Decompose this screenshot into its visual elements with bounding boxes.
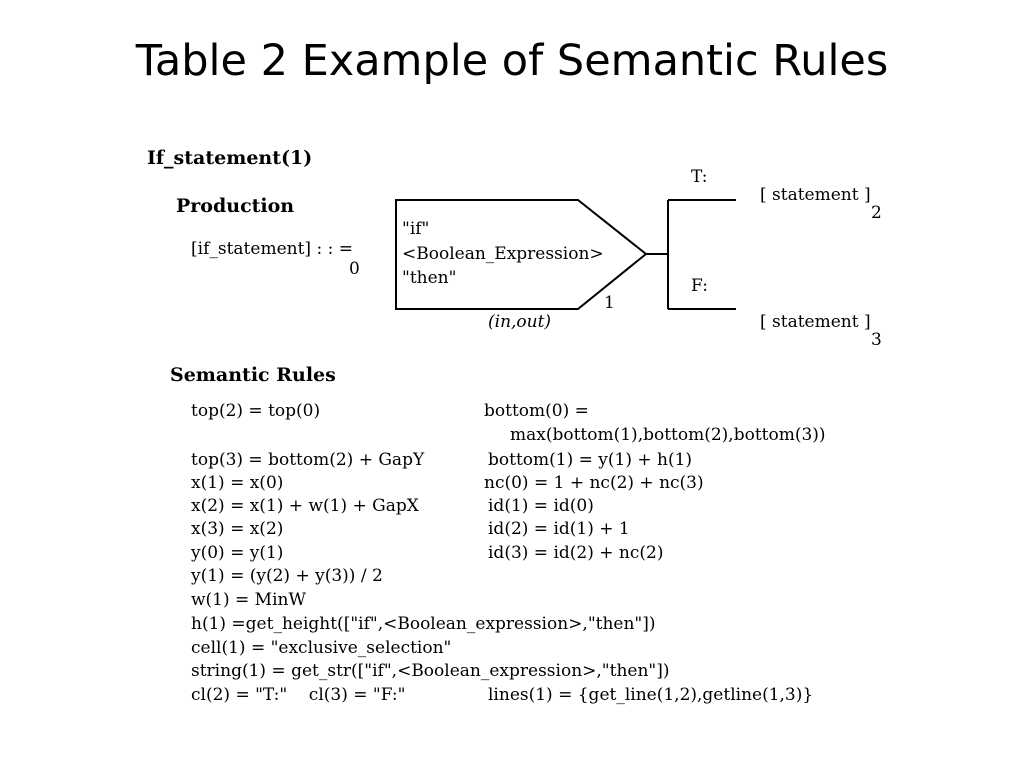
branch-true-label: T: — [691, 167, 708, 187]
semantic-rules-heading: Semantic Rules — [170, 364, 336, 386]
slide-title: Table 2 Example of Semantic Rules — [135, 36, 889, 86]
box-line-if: "if" — [402, 219, 430, 239]
production-heading: Production — [176, 195, 295, 217]
rule-left: x(1) = x(0) — [191, 473, 284, 493]
selection-box — [395, 199, 648, 310]
section-title: If_statement(1) — [147, 147, 313, 169]
statement-true-index: 2 — [871, 203, 882, 223]
rule-right: lines(1) = {get_line(1,2),getline(1,3)} — [488, 685, 814, 705]
rule-left: w(1) = MinW — [191, 590, 306, 610]
statement-false: [ statement ] — [760, 312, 871, 332]
rule-left: y(1) = (y(2) + y(3)) / 2 — [191, 566, 383, 586]
box-caption: (in,out) — [488, 312, 552, 332]
statement-false-index: 3 — [871, 330, 882, 350]
production-lhs: [if_statement] : : = — [191, 239, 353, 259]
rule-left: cl(2) = "T:" cl(3) = "F:" — [191, 685, 406, 705]
rule-right: id(3) = id(2) + nc(2) — [488, 543, 664, 563]
rule-right: id(2) = id(1) + 1 — [488, 519, 630, 539]
branch-false-label: F: — [691, 276, 708, 296]
rule-right: id(1) = id(0) — [488, 496, 594, 516]
box-index: 1 — [604, 293, 615, 313]
rule-right: max(bottom(1),bottom(2),bottom(3)) — [510, 425, 826, 445]
rule-left: h(1) =get_height(["if",<Boolean_expressi… — [191, 614, 656, 634]
rule-left: y(0) = y(1) — [191, 543, 284, 563]
rule-right: bottom(1) = y(1) + h(1) — [488, 450, 693, 470]
rule-right: bottom(0) = — [484, 401, 589, 421]
rule-left: string(1) = get_str(["if",<Boolean_expre… — [191, 661, 670, 681]
rule-left: cell(1) = "exclusive_selection" — [191, 638, 452, 658]
rule-left: x(3) = x(2) — [191, 519, 284, 539]
rule-left: x(2) = x(1) + w(1) + GapX — [191, 496, 419, 516]
statement-true: [ statement ] — [760, 185, 871, 205]
rule-right: nc(0) = 1 + nc(2) + nc(3) — [484, 473, 704, 493]
rule-left: top(2) = top(0) — [191, 401, 321, 421]
rule-left: top(3) = bottom(2) + GapY — [191, 450, 425, 470]
box-line-then: "then" — [402, 268, 457, 288]
lhs-index: 0 — [349, 259, 360, 279]
box-line-boolean: <Boolean_Expression> — [402, 244, 604, 264]
